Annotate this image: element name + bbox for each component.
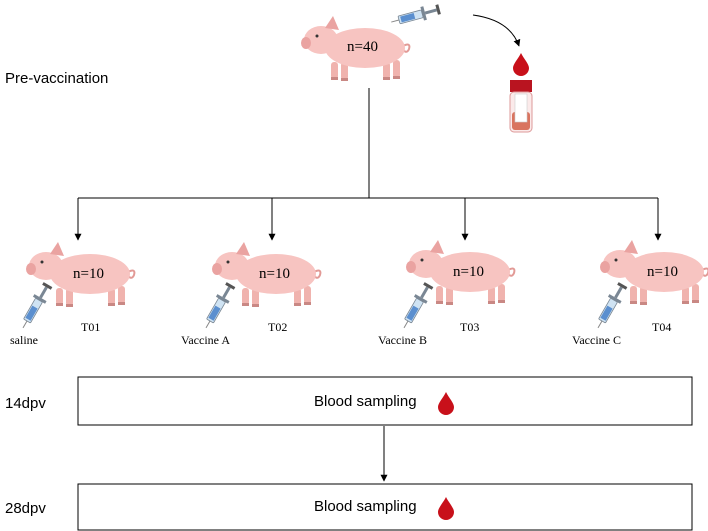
group-count: n=10 <box>73 266 104 282</box>
group-treatment: Vaccine A <box>181 333 230 347</box>
group-t03: n=10 T03 Vaccine B <box>378 239 516 347</box>
syringe-t01-icon <box>16 280 55 332</box>
group-treatment: Vaccine B <box>378 333 427 347</box>
group-treatment: saline <box>10 333 38 347</box>
group-count: n=10 <box>453 264 484 280</box>
group-t04: n=10 T04 Vaccine C <box>572 239 708 347</box>
blood-drop-icon <box>513 53 529 76</box>
group-count: n=10 <box>259 266 290 282</box>
syringe-t02-icon <box>199 280 238 332</box>
syringe-icon <box>388 1 442 30</box>
group-label: T03 <box>460 320 479 334</box>
timepoint-label: 14dpv <box>5 395 46 412</box>
pre-vaccination-label: Pre-vaccination <box>5 70 108 87</box>
timepoint-box-text: Blood sampling <box>314 498 417 515</box>
group-count: n=10 <box>647 264 678 280</box>
group-label: T04 <box>652 320 671 334</box>
group-label: T01 <box>81 320 100 334</box>
syringe-t04-icon <box>591 280 630 332</box>
group-treatment: Vaccine C <box>572 333 621 347</box>
group-label: T02 <box>268 320 287 334</box>
group-t02: n=10 T02 Vaccine A <box>181 241 322 347</box>
blood-tube-icon <box>509 80 533 133</box>
group-t01: n=10 T01 saline <box>10 241 136 347</box>
timepoint-box <box>77 376 693 426</box>
syringe-t03-icon <box>397 280 436 332</box>
pre-vaccination-count: n=40 <box>347 39 378 55</box>
curved-arrow <box>472 14 521 47</box>
timepoint-box <box>77 483 693 531</box>
timepoint-label: 28dpv <box>5 500 46 517</box>
timepoint-box-text: Blood sampling <box>314 393 417 410</box>
group-connector <box>74 88 662 241</box>
